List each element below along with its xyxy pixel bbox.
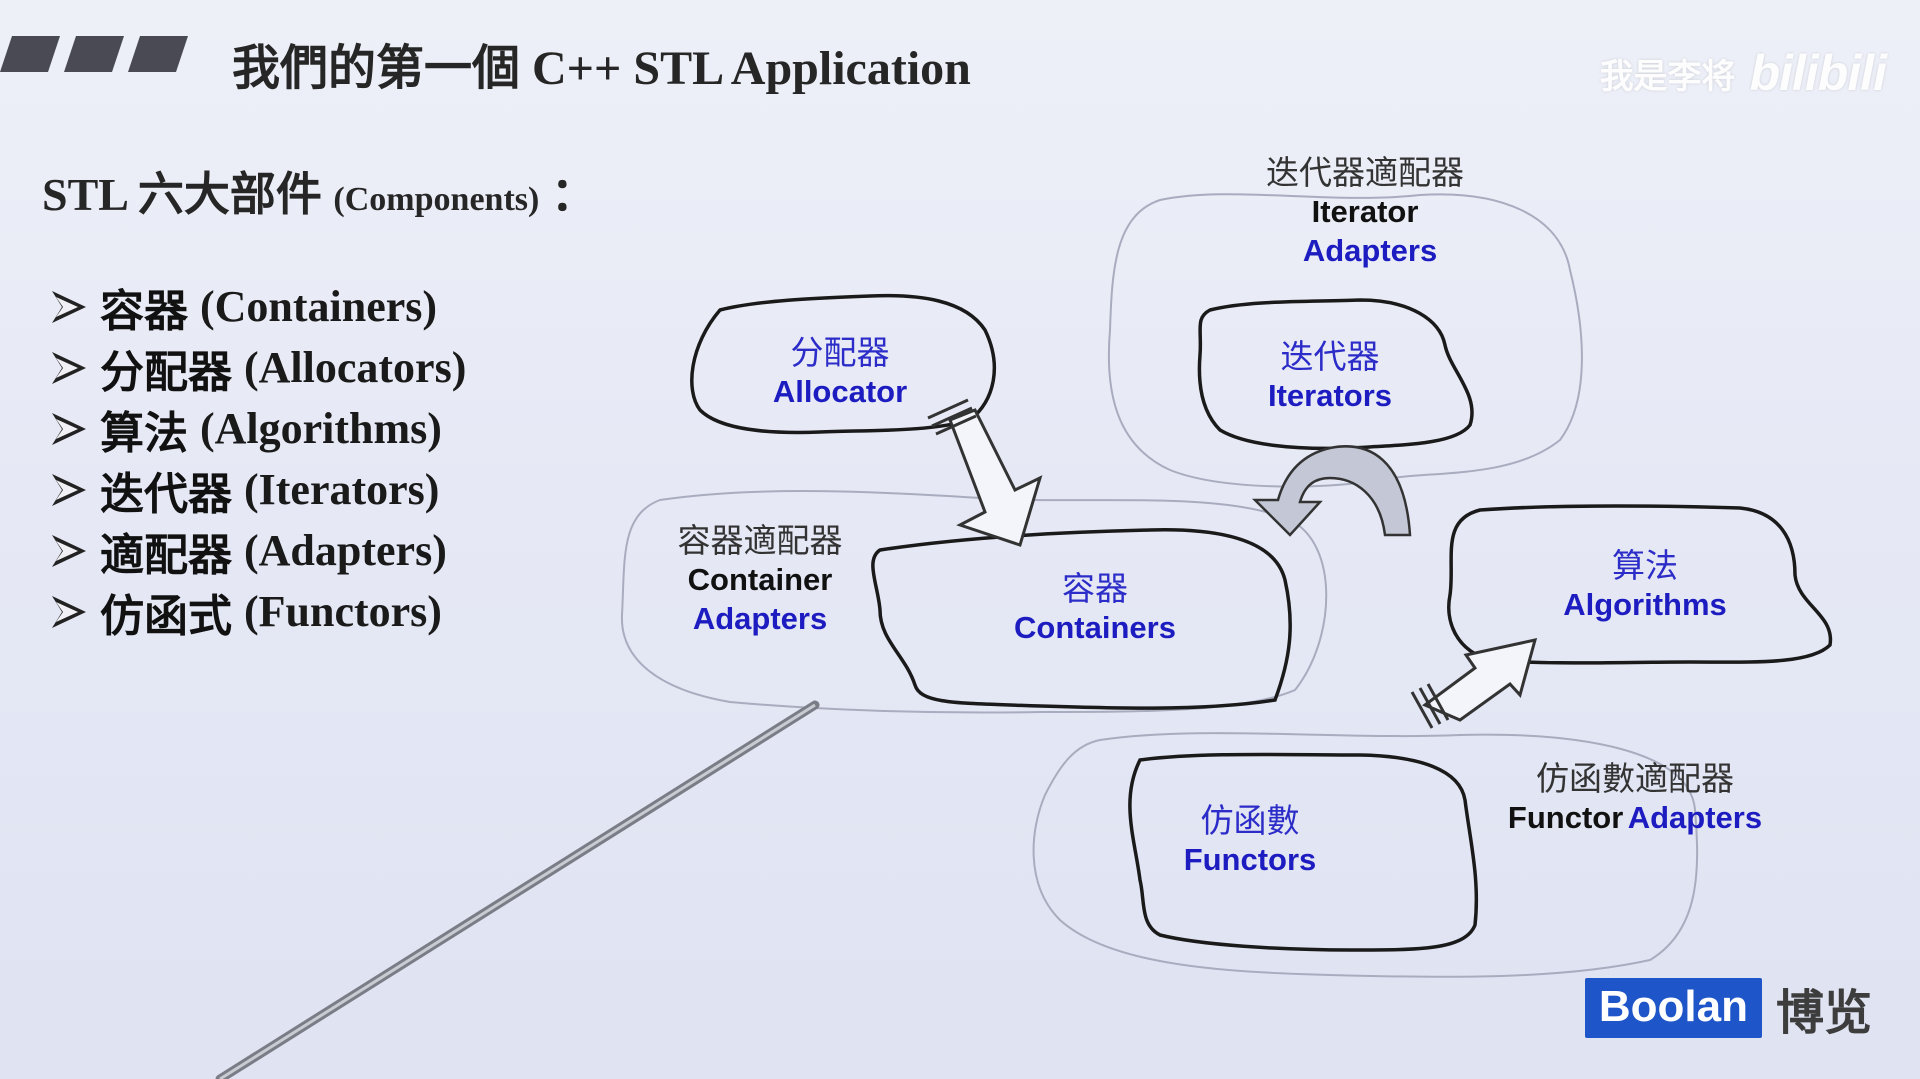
algorithms-blob — [1447, 504, 1833, 665]
functors-to-algorithms-arrow — [1410, 638, 1538, 729]
section-heading-paren: (Components) — [333, 181, 540, 218]
containers-label: 容器 Containers — [1000, 568, 1190, 648]
container-adapters-zh: 容器適配器 — [677, 521, 843, 560]
component-zh: 容器 — [100, 285, 188, 337]
functor-adapters-en-black: Functor — [1507, 800, 1624, 836]
bilibili-watermark: 我是李将 bilibili — [1599, 44, 1887, 102]
list-item: 分配器 (Allocators) — [48, 337, 466, 398]
iterators-label: 迭代器 Iterators — [1250, 336, 1410, 416]
arrow-bullet-icon — [52, 290, 86, 323]
containers-blob — [871, 528, 1292, 710]
functor-adapters-outline — [1032, 732, 1699, 978]
list-item: 適配器 (Adapters) — [48, 520, 466, 581]
component-zh: 算法 — [100, 407, 188, 459]
component-en: (Containers) — [200, 282, 438, 331]
component-zh: 適配器 — [100, 529, 232, 581]
iterator-adapters-label: 迭代器適配器 Iterator Adapters — [1240, 152, 1490, 271]
list-item: 迭代器 (Iterators) — [48, 459, 466, 520]
allocator-zh: 分配器 — [790, 333, 890, 372]
bilibili-logo-icon: bilibili — [1749, 45, 1887, 101]
arrow-bullet-icon — [52, 473, 86, 506]
section-heading-colon: ： — [550, 169, 597, 220]
section-heading: STL 六大部件 (Components) ： — [42, 158, 597, 224]
component-zh: 分配器 — [100, 346, 232, 398]
allocator-to-containers-arrow — [927, 398, 1043, 547]
component-en: (Adapters) — [244, 526, 447, 575]
functors-blob — [1128, 752, 1479, 952]
allocator-en: Allocator — [772, 374, 908, 410]
arrow-bullet-icon — [52, 534, 86, 567]
container-adapters-en-1: Container — [687, 562, 833, 598]
functor-adapters-en-blue: Adapters — [1627, 800, 1763, 836]
component-en: (Algorithms) — [200, 404, 442, 453]
brand-zh-name: 博览 — [1775, 985, 1872, 1041]
pointer-stick — [215, 700, 820, 1079]
component-zh: 迭代器 — [100, 468, 232, 520]
iterators-en: Iterators — [1267, 378, 1393, 414]
functor-adapters-label: 仿函數適配器 Functor Adapters — [1485, 758, 1785, 838]
iterator-adapters-en-1: Iterator — [1311, 194, 1419, 230]
iterator-adapters-zh: 迭代器適配器 — [1266, 153, 1464, 192]
container-adapters-en-2: Adapters — [692, 601, 828, 636]
containers-en: Containers — [1014, 610, 1176, 646]
containers-zh: 容器 — [1062, 569, 1128, 608]
iterators-blob — [1197, 298, 1474, 451]
allocator-label: 分配器 Allocator — [760, 332, 920, 412]
functors-label: 仿函數 Functors — [1170, 800, 1330, 880]
list-item: 容器 (Containers) — [48, 276, 466, 337]
header-decoration-bars — [0, 36, 188, 72]
list-item: 算法 (Algorithms) — [48, 398, 466, 459]
component-zh: 仿函式 — [100, 590, 232, 642]
component-en: (Allocators) — [244, 343, 467, 392]
arrow-bullet-icon — [52, 351, 86, 384]
page-title: 我們的第一個 C++ STL Application — [232, 42, 971, 95]
functors-en: Functors — [1183, 842, 1317, 878]
algorithms-label: 算法 Algorithms — [1550, 545, 1740, 625]
component-en: (Iterators) — [244, 465, 440, 514]
algorithms-zh: 算法 — [1612, 546, 1678, 585]
boolan-brand: Boolan 博览 — [1584, 973, 1872, 1043]
iterator-adapters-en-2: Adapters — [1302, 233, 1438, 268]
watermark-text: 我是李将 — [1599, 56, 1736, 97]
algorithms-en: Algorithms — [1563, 587, 1727, 623]
curved-iterator-arrow — [1251, 445, 1412, 537]
arrow-bullet-icon — [52, 412, 86, 445]
brand-logo: Boolan — [1584, 978, 1762, 1038]
components-list: 容器 (Containers) 分配器 (Allocators) 算法 (Alg… — [48, 276, 466, 642]
list-item: 仿函式 (Functors) — [48, 581, 466, 642]
functors-zh: 仿函數 — [1200, 801, 1300, 840]
arrow-bullet-icon — [52, 595, 86, 628]
component-en: (Functors) — [244, 587, 442, 636]
section-heading-main: STL 六大部件 — [42, 169, 322, 220]
iterators-zh: 迭代器 — [1280, 337, 1380, 376]
container-adapters-label: 容器適配器 Container Adapters — [660, 520, 860, 639]
functor-adapters-zh: 仿函數適配器 — [1536, 759, 1734, 798]
iterator-adapters-outline — [1107, 193, 1583, 488]
